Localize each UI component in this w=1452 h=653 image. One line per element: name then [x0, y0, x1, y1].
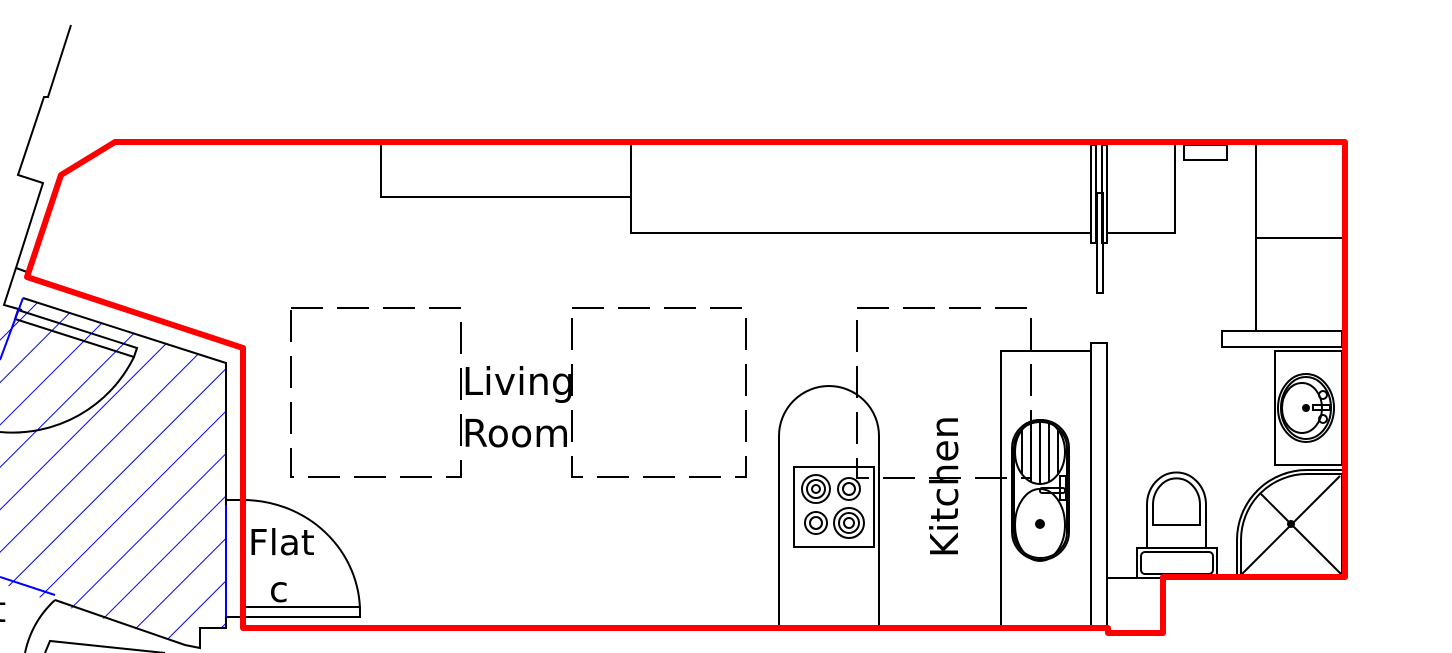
flat-boundary — [24, 139, 1348, 636]
hob — [793, 466, 875, 548]
sofa-outline — [290, 307, 462, 478]
kitchen-sink — [1011, 419, 1070, 562]
table-outline — [571, 307, 747, 478]
adjacent-partial-label: t — [0, 590, 6, 631]
living-room-label-line1: Living — [462, 360, 575, 404]
partition-wall — [1090, 342, 1108, 629]
flat-label-line1: Flat — [248, 523, 315, 564]
kitchen-area-outline — [856, 307, 1032, 479]
dashed-outlines — [290, 307, 1032, 479]
exterior-walls — [2, 24, 72, 311]
kitchen-label: Kitchen — [923, 415, 967, 558]
burners — [801, 474, 865, 539]
top-cabinets — [380, 144, 1228, 294]
bathroom — [1107, 145, 1343, 579]
hatched-area — [0, 297, 227, 653]
living-room-label-line2: Room — [462, 412, 570, 456]
bathroom-shelf — [1221, 330, 1343, 348]
toilet — [1136, 471, 1218, 579]
wash-basin — [1277, 373, 1335, 443]
flat-label-line2: c — [269, 570, 289, 611]
shower-tray — [1236, 469, 1343, 576]
cooker-unit — [778, 385, 880, 628]
